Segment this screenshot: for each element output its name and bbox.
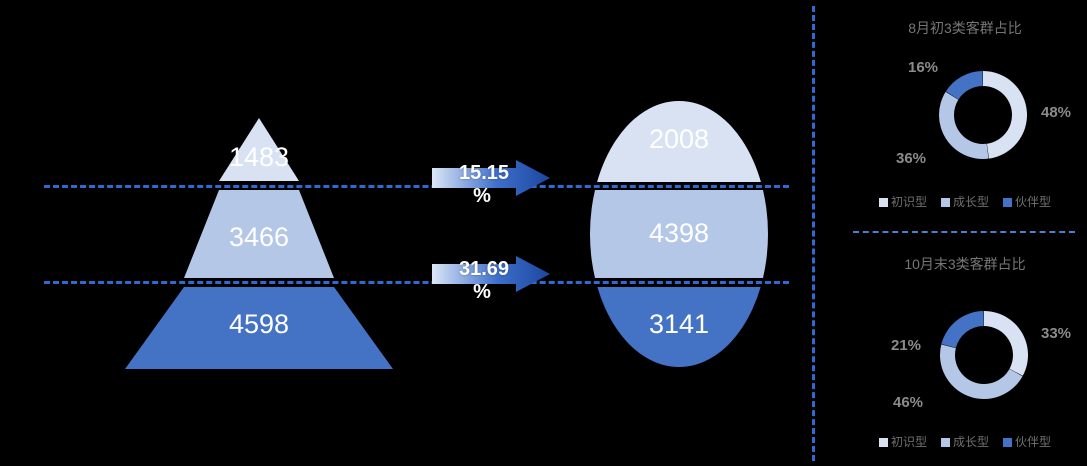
donut-2-legend-item-chengzhang[interactable]: 成长型 [940,435,989,449]
donut-1-legend-item-huoban[interactable]: 伙伴型 [1003,196,1051,208]
donut-1-legend-item-chushi[interactable]: 初识型 [878,195,927,209]
donut-2-pct-chengzhang: 46% [893,394,924,411]
conversion-arrow-1[interactable]: 15.15 % [432,160,552,226]
ellipse-label-2: 4398 [648,218,710,248]
donut-chart-1 [939,71,1027,160]
donut-2-legend-label-chengzhang: 成长型 [952,435,989,449]
arrow-percent-symbol-2: % [473,281,491,303]
donut-chart-1-slice-chushi[interactable] [983,71,1027,159]
donut-2-legend-item-huoban[interactable]: 伙伴型 [1003,436,1051,448]
divider-lower-dashed [44,281,789,284]
pyramid-label-2: 3466 [228,222,290,252]
ellipse-segment-2[interactable] [590,101,768,367]
arrow-shape-2-icon [432,256,550,292]
donut-chart-1-slice-chengzhang[interactable] [939,91,989,160]
legend-swatch-huoban-icon [1003,197,1012,207]
panel-divider-vertical [812,6,815,461]
donut-1-legend-label-huoban: 伙伴型 [1015,195,1052,209]
ellipse-segment-1[interactable] [590,101,768,367]
conversion-arrow-2[interactable]: 31.69 % [432,256,552,322]
donut-1-pct-chushi: 48% [1041,104,1072,121]
donut-2-legend-label-chushi: 初识型 [890,435,927,449]
donut-1-pct-chengzhang: 36% [896,150,927,167]
donut-2-legend-item-chushi[interactable]: 初识型 [878,435,927,449]
legend-swatch-chushi-icon [878,437,888,447]
donut-panel-divider [853,231,1075,233]
arrow-shape-1-icon [432,160,550,196]
donut-panel-2: 10月末3类客群占比 21% 33% 46% 初识型 成长型 伙伴型 [845,246,1085,461]
divider-upper-dashed [44,185,789,188]
donut-chart-2-slice-chushi[interactable] [984,311,1028,376]
ellipse-label-3: 3141 [648,309,710,339]
pyramid-label-1: 1483 [228,142,290,172]
donut-2-pct-huoban: 21% [891,337,922,354]
donut-chart-2 [940,311,1028,400]
donut-panel-1: 8月初3类客群占比 16% 48% 36% 初识型 成长型 伙伴型 [845,8,1085,223]
legend-swatch-chengzhang-icon [940,437,950,447]
donut-2-pct-chushi: 33% [1041,325,1072,342]
pyramid-segment-2[interactable] [184,190,334,278]
legend-swatch-huoban-icon [1003,437,1012,447]
arrow-percent-value-1: 15.15 [458,162,510,184]
donut-chart-2-slice-huoban[interactable] [941,311,984,348]
donut-2-legend-label-huoban: 伙伴型 [1015,435,1052,449]
ellipse-segment-3[interactable] [590,101,768,367]
pyramid-label-3: 4598 [228,309,290,339]
donut-1-pct-huoban: 16% [908,59,939,76]
donut-1-legend: 初识型 成长型 伙伴型 [845,196,1085,208]
donut-1-legend-item-chengzhang[interactable]: 成长型 [940,195,989,209]
donut-chart-1-slice-huoban[interactable] [945,71,983,100]
donut-chart-2-slice-chengzhang[interactable] [940,344,1023,400]
donut-2-legend: 初识型 成长型 伙伴型 [845,436,1085,448]
legend-swatch-chengzhang-icon [940,197,950,207]
ellipse-label-1: 2008 [648,124,710,154]
legend-swatch-chushi-icon [878,197,888,207]
donut-1-legend-label-chengzhang: 成长型 [952,195,989,209]
pyramid-segment-3[interactable] [125,287,393,369]
arrow-percent-symbol-1: % [473,185,491,207]
donut-1-legend-label-chushi: 初识型 [890,195,927,209]
arrow-percent-value-2: 31.69 [458,258,510,280]
donut-title-2: 10月末3类客群占比 [904,256,1026,272]
pyramid-segment-1[interactable] [219,118,299,181]
donut-title-1: 8月初3类客群占比 [908,20,1022,36]
